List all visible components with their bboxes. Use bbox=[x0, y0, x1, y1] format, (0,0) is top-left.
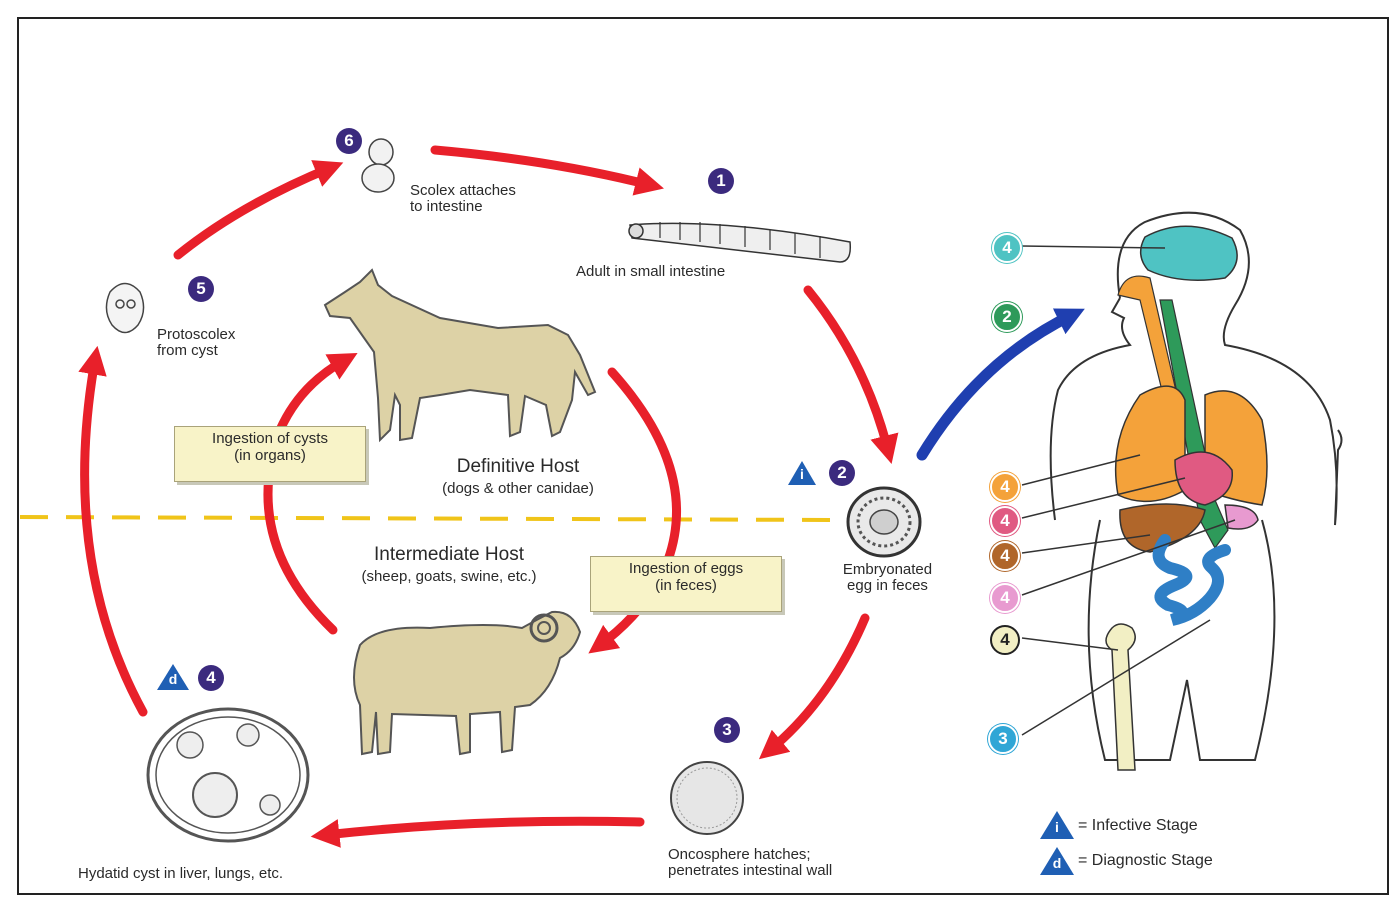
stage-4-number: 4 bbox=[198, 665, 224, 691]
stage-2-label: Embryonated egg in feces bbox=[815, 562, 960, 594]
definitive-host-subtitle: (dogs & other canidae) bbox=[388, 481, 648, 497]
stage-5-label-line1: Protoscolex bbox=[157, 327, 235, 343]
left-lung-organ bbox=[1116, 386, 1185, 501]
ingestion-cysts-line2: (in organs) bbox=[175, 448, 365, 465]
stage-5-number: 5 bbox=[188, 276, 214, 302]
arrow-5-to-6 bbox=[178, 168, 330, 255]
bone-organ bbox=[1106, 624, 1135, 770]
stage-6-label: Scolex attaches to intestine bbox=[410, 183, 516, 215]
scolex-illustration bbox=[362, 139, 394, 192]
arrow-to-human bbox=[922, 315, 1072, 455]
stage-5-label-line2: from cyst bbox=[157, 343, 235, 359]
arrow-3-to-4 bbox=[325, 821, 640, 835]
intestine-organ bbox=[1159, 540, 1225, 620]
oncosphere-illustration bbox=[671, 762, 743, 834]
dog-illustration bbox=[325, 270, 595, 440]
intestine-marker: 3 bbox=[988, 724, 1018, 754]
stage-3-number: 3 bbox=[714, 717, 740, 743]
spleen-marker: 4 bbox=[990, 583, 1020, 613]
heart-marker: 4 bbox=[990, 506, 1020, 536]
stage-6-label-line2: to intestine bbox=[410, 199, 516, 215]
intermediate-host-title: Intermediate Host bbox=[318, 545, 580, 565]
stage-2-label-line2: egg in feces bbox=[815, 578, 960, 594]
definitive-host-title: Definitive Host bbox=[388, 457, 648, 477]
liver-marker: 4 bbox=[990, 541, 1020, 571]
hydatid-cyst-illustration bbox=[148, 709, 308, 841]
brain-marker: 4 bbox=[992, 233, 1022, 263]
stage-6-label-line1: Scolex attaches bbox=[410, 183, 516, 199]
ingestion-eggs-box: Ingestion of eggs (in feces) bbox=[590, 556, 782, 612]
bone-marker: 4 bbox=[990, 625, 1020, 655]
egg-illustration bbox=[848, 488, 920, 556]
legend-infective-symbol: i bbox=[1051, 820, 1063, 835]
stage-2-label-line1: Embryonated bbox=[815, 562, 960, 578]
brain-organ bbox=[1141, 226, 1237, 280]
ingestion-eggs-line2: (in feces) bbox=[591, 578, 781, 595]
ingestion-eggs-line1: Ingestion of eggs bbox=[591, 561, 781, 578]
stage-3-label: Oncosphere hatches; penetrates intestina… bbox=[668, 847, 832, 879]
stage-4-label: Hydatid cyst in liver, lungs, etc. bbox=[78, 866, 283, 882]
ingestion-cysts-box: Ingestion of cysts (in organs) bbox=[174, 426, 366, 482]
stage-1-label: Adult in small intestine bbox=[576, 264, 725, 280]
intermediate-host-label: Intermediate Host (sheep, goats, swine, … bbox=[318, 545, 580, 585]
legend-diagnostic-text: = Diagnostic Stage bbox=[1078, 852, 1213, 870]
human-route-marker: 2 bbox=[992, 302, 1022, 332]
stage-1-number: 1 bbox=[708, 168, 734, 194]
arrow-cyst-ingestion bbox=[268, 360, 345, 630]
host-divider-line bbox=[20, 517, 835, 520]
stage-3-label-line1: Oncosphere hatches; bbox=[668, 847, 832, 863]
definitive-host-label: Definitive Host (dogs & other canidae) bbox=[388, 457, 648, 497]
protoscolex-illustration bbox=[106, 284, 143, 333]
stage-6-number: 6 bbox=[336, 128, 362, 154]
legend-diagnostic-symbol: d bbox=[1051, 856, 1063, 871]
stage-3-label-line2: penetrates intestinal wall bbox=[668, 863, 832, 879]
diagnostic-marker-4: d bbox=[167, 672, 179, 687]
arrow-2-to-3 bbox=[770, 618, 865, 750]
spleen-organ bbox=[1225, 505, 1258, 529]
stage-2-number: 2 bbox=[829, 460, 855, 486]
human-figure bbox=[1051, 213, 1342, 770]
intermediate-host-subtitle: (sheep, goats, swine, etc.) bbox=[318, 569, 580, 585]
sheep-illustration bbox=[354, 612, 580, 754]
legend-infective-text: = Infective Stage bbox=[1078, 817, 1198, 835]
arrow-6-to-1 bbox=[435, 150, 650, 185]
stage-5-label: Protoscolex from cyst bbox=[157, 327, 235, 359]
arrow-1-to-2 bbox=[808, 290, 888, 450]
adult-worm-illustration bbox=[629, 222, 850, 262]
lungs-marker: 4 bbox=[990, 472, 1020, 502]
ingestion-cysts-line1: Ingestion of cysts bbox=[175, 431, 365, 448]
infective-marker-2: i bbox=[796, 467, 808, 482]
arrow-4-to-5 bbox=[85, 360, 143, 712]
